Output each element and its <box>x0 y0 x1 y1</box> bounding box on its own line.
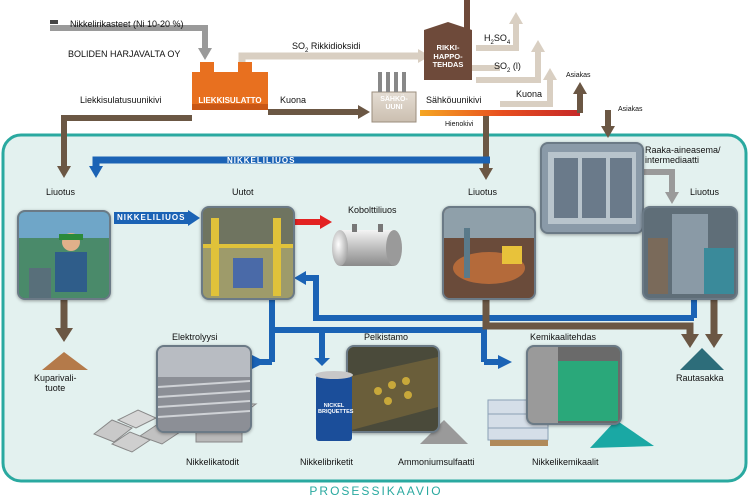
photo-leaching-right <box>642 206 738 300</box>
so2-liquid-label: SO2 (l) <box>494 61 521 74</box>
nickel-solution-top-line <box>92 156 490 168</box>
boliden-label: BOLIDEN HARJAVALTA OY <box>68 49 181 59</box>
leaching-middle-label: Liuotus <box>468 187 498 197</box>
nickel-solution-left-line <box>114 212 190 224</box>
nickel-solution-left-arrowhead <box>188 210 200 226</box>
raw-material-line <box>640 169 675 194</box>
electric-furnace-matte-line <box>420 110 580 116</box>
acid-plant <box>424 0 472 80</box>
so2-label: SO2 Rikkidioksidi <box>292 41 361 54</box>
nickel-solution-left-label: NIKKELILIUOS <box>117 213 186 222</box>
flash-furnace-matte-line <box>61 115 192 168</box>
so2l-arrow <box>476 50 541 83</box>
concentrate-feed-arrow <box>50 25 208 50</box>
slag-arrowhead-1 <box>358 105 370 119</box>
nickel-concentrates-label: Nikkelirikasteet (Ni 10-20 %) <box>70 19 184 29</box>
iron-arrowhead-middle <box>681 334 699 348</box>
leaching-left-label: Liuotus <box>46 187 76 197</box>
nickel-chemicals-label: Nikkelikemikaalit <box>532 457 599 467</box>
acid-plant-label: RIKKI-HAPPO-TEHDAS <box>432 43 464 70</box>
flash-furnace-line-label: Liekkisulatusuunikivi <box>80 95 162 105</box>
extraction-label: Uutot <box>232 187 254 197</box>
ammonium-sulfate-label: Ammoniumsulfaatti <box>398 457 475 467</box>
photo-extraction <box>201 206 295 300</box>
iron-precipitate-pile <box>680 348 724 370</box>
raw-material-station-label: Raaka-aineasema/intermediaatti <box>645 145 721 165</box>
photo-electrolysis <box>156 345 252 433</box>
nickel-chemicals-pile <box>590 420 654 448</box>
slag-1-label: Kuona <box>280 95 307 105</box>
slag-2-arrow <box>500 78 553 107</box>
copper-intermediate-pile <box>42 352 88 370</box>
leaching-right-label: Liuotus <box>690 187 720 197</box>
h2so4-arrowhead <box>509 12 523 24</box>
customer-1-label: Asiakas <box>566 72 591 79</box>
chemical-plant-label: Kemikaalitehdas <box>530 332 597 342</box>
h2so4-arrow <box>476 22 519 51</box>
raw-material-arrowhead <box>665 192 679 204</box>
electric-furnace <box>371 72 417 123</box>
customer-arrowhead-2 <box>601 126 615 138</box>
slag-2-arrowhead <box>543 68 557 80</box>
h2so4-label: H2SO4 <box>484 33 511 46</box>
photo-leaching-left <box>17 210 111 300</box>
so2-line <box>238 52 420 72</box>
nickel-solution-top-label: NIKKELILIUOS <box>227 156 296 165</box>
return-line <box>304 275 694 321</box>
cobalt-tank <box>332 224 402 266</box>
concentrate-feed-arrowhead <box>198 48 212 60</box>
so2l-arrowhead <box>531 40 545 52</box>
flash-furnace-matte-arrowhead <box>57 166 71 178</box>
slag-2-label: Kuona <box>516 89 543 99</box>
iron-line-middle <box>482 296 694 336</box>
fine-matte-arrowhead <box>479 168 493 180</box>
iron-precipitate-label: Rautasakka <box>676 373 724 383</box>
copper-arrowhead <box>55 328 73 342</box>
copper-intermediate-label: Kuparivali-tuote <box>34 373 77 393</box>
electric-furnace-line-label: Sähköuunikivi <box>426 95 482 105</box>
iron-arrowhead-right <box>705 334 723 348</box>
reduction-label: Pelkistamo <box>364 332 409 342</box>
photo-leaching-middle <box>442 206 536 300</box>
nickel-cathodes-label: Nikkelikatodit <box>186 457 240 467</box>
briquette-barrel-label: NICKEL BRIQUETTES <box>318 403 354 416</box>
diagram-footer-title: PROSESSIKAAVIO <box>309 484 443 498</box>
distribution-line-main <box>269 296 487 362</box>
return-arrowhead <box>294 271 306 285</box>
cobalt-solution-label: Kobolttiliuos <box>348 205 397 215</box>
photo-chemical-plant <box>526 345 622 425</box>
ammonium-sulfate-pile <box>420 420 468 444</box>
electrolysis-label: Elektrolyysi <box>172 332 218 342</box>
reduction-arrowhead <box>314 358 330 366</box>
flash-smelter-label: LIEKKISULATTO <box>198 96 262 105</box>
cobalt-arrowhead <box>320 215 332 229</box>
nickel-solution-top-arrowhead <box>89 166 103 178</box>
customer-arrowhead-1 <box>573 82 587 94</box>
customer-2-label: Asiakas <box>618 106 643 113</box>
chemical-arrowhead <box>498 355 512 369</box>
photo-reduction <box>346 345 440 433</box>
briquette-barrel: NICKEL BRIQUETTES <box>315 371 354 441</box>
photo-raw-material-station <box>540 142 644 234</box>
fine-matte-label: Hienokivi <box>445 121 474 128</box>
electric-furnace-label: SÄHKÖ-UUNI <box>380 96 408 112</box>
flash-smelter <box>192 62 268 110</box>
nickel-briquettes-label: Nikkelibriketit <box>300 457 354 467</box>
